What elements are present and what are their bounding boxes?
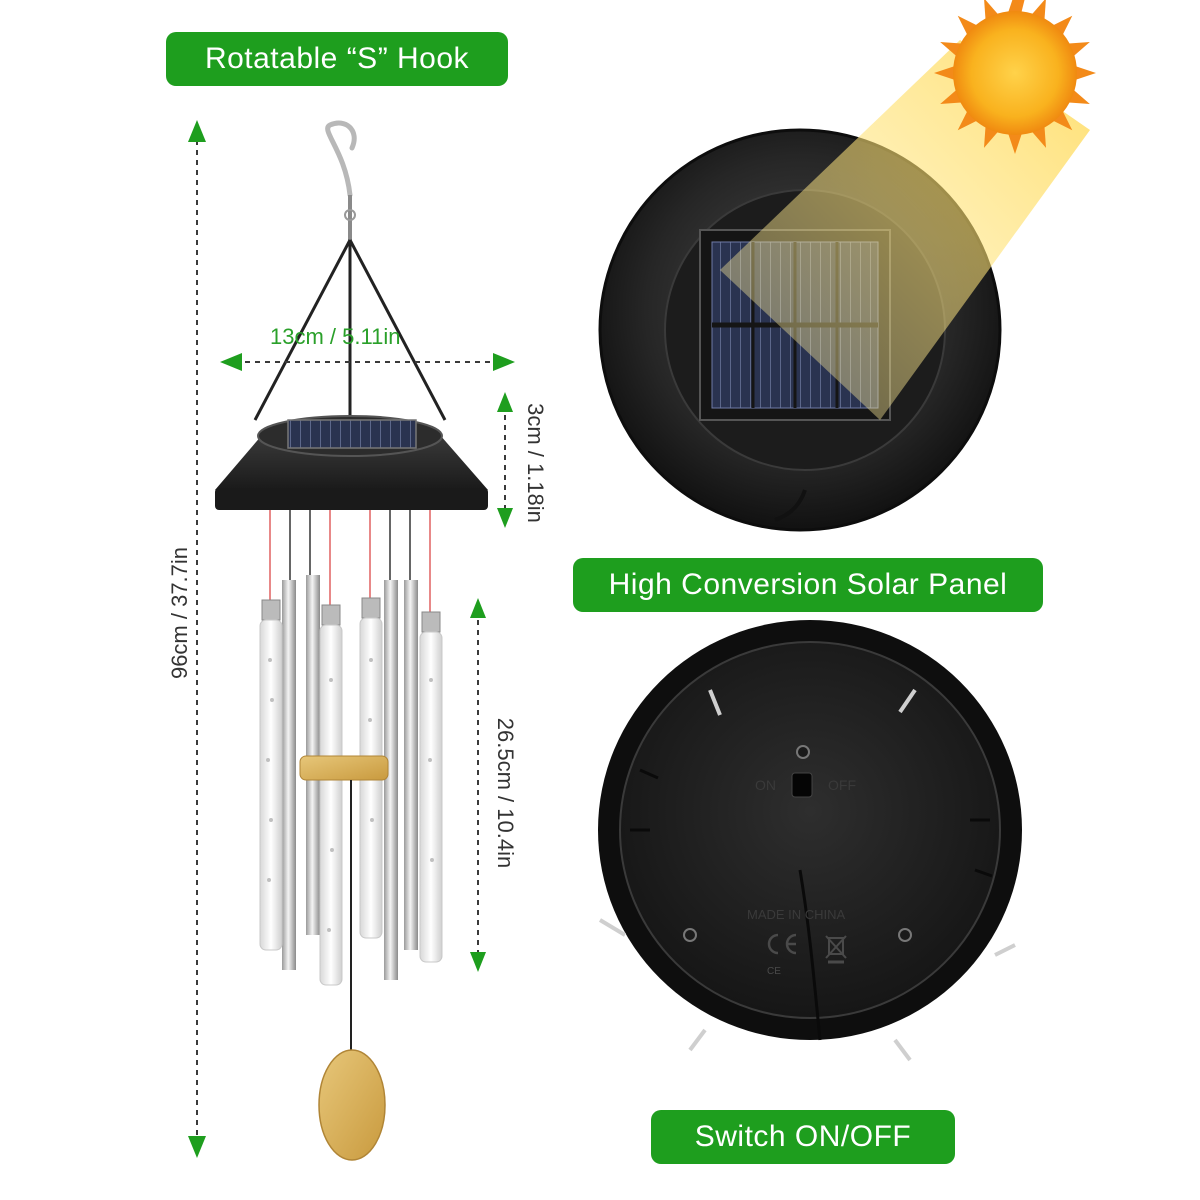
sunlight-beam (720, 40, 1090, 420)
ce-mark-icon (767, 933, 797, 955)
dimension-lines (196, 140, 506, 1140)
switch-off-text: OFF (828, 777, 856, 793)
dimension-arrows (188, 120, 515, 1158)
sun-icon (934, 0, 1096, 154)
wheelie-bin-icon (825, 935, 847, 964)
hook-label-badge: Rotatable “S” Hook (166, 32, 508, 86)
tube-length-dimension: 26.5cm / 10.4in (493, 717, 518, 869)
switch-label-badge: Switch ON/OFF (651, 1110, 955, 1164)
height-top-dimension: 3cm / 1.18in (523, 403, 548, 523)
width-dimension: 13cm / 5.11in (270, 324, 401, 349)
base-disc (598, 620, 1022, 1062)
solar-panel-label: High Conversion Solar Panel (608, 568, 1008, 601)
ce-text: CE (767, 966, 781, 977)
made-in-text: MADE IN CHINA (747, 907, 846, 922)
switch-on-text: ON (755, 777, 776, 793)
s-hook (325, 120, 357, 198)
on-off-switch[interactable] (791, 772, 813, 798)
hook-label: Rotatable “S” Hook (204, 42, 470, 75)
solar-panel-label-badge: High Conversion Solar Panel (573, 558, 1043, 612)
total-length-dimension: 96cm / 37.7in (167, 546, 192, 680)
switch-label: Switch ON/OFF (694, 1120, 912, 1153)
wind-chime (215, 120, 488, 1161)
